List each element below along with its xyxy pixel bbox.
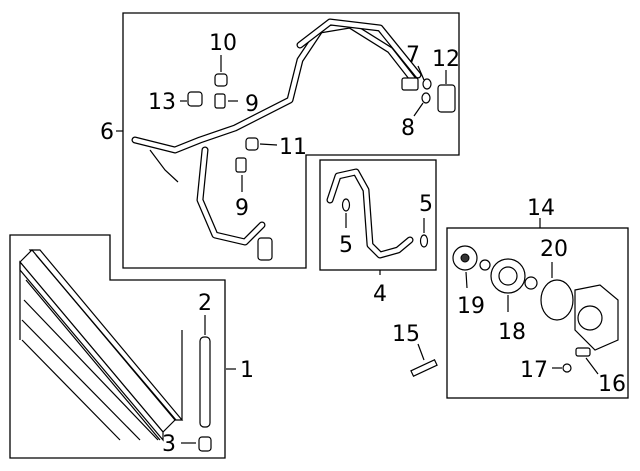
callout-20: 20 xyxy=(540,237,568,262)
receiver-12[interactable] xyxy=(437,84,456,113)
callout-8: 8 xyxy=(401,116,415,141)
callout-5b: 5 xyxy=(339,233,353,258)
condenser-1[interactable] xyxy=(19,249,184,442)
group-box-4 xyxy=(319,159,437,271)
cap-11[interactable] xyxy=(245,137,259,151)
callout-9b: 9 xyxy=(235,196,249,221)
callout-13: 13 xyxy=(148,90,176,115)
callout-19: 19 xyxy=(457,294,485,319)
cap-10[interactable] xyxy=(214,73,228,87)
callout-12: 12 xyxy=(432,47,460,72)
leader-lines xyxy=(116,55,599,444)
drier-2[interactable] xyxy=(199,336,211,428)
o-ring-7[interactable] xyxy=(422,78,432,90)
group-box-14 xyxy=(446,227,629,399)
callout-15: 15 xyxy=(392,322,420,347)
callout-18: 18 xyxy=(498,320,526,345)
callout-3: 3 xyxy=(162,432,176,457)
callout-6: 6 xyxy=(100,120,114,145)
callout-9: 9 xyxy=(245,92,259,117)
compressor-14[interactable] xyxy=(452,245,619,373)
o-ring-8[interactable] xyxy=(421,92,431,104)
group-box-1 xyxy=(9,234,226,459)
ac-line-assembly[interactable] xyxy=(131,18,422,261)
callout-4: 4 xyxy=(373,282,387,307)
callout-10: 10 xyxy=(209,31,237,56)
callout-1: 1 xyxy=(240,358,254,383)
callout-11: 11 xyxy=(279,135,307,160)
callout-5a: 5 xyxy=(419,192,433,217)
o-ring-5b[interactable] xyxy=(419,234,429,248)
callout-2: 2 xyxy=(198,291,212,316)
callout-17: 17 xyxy=(520,358,548,383)
plug-3[interactable] xyxy=(198,436,212,452)
callout-7: 7 xyxy=(406,43,420,68)
callout-16: 16 xyxy=(598,372,626,397)
valve-core-9b[interactable] xyxy=(235,157,247,173)
valve-13[interactable] xyxy=(187,91,203,107)
o-ring-5a[interactable] xyxy=(341,198,351,212)
hose-4[interactable] xyxy=(326,168,414,259)
valve-core-9[interactable] xyxy=(214,93,226,109)
callout-14: 14 xyxy=(527,196,555,221)
group-box-6 xyxy=(122,12,460,269)
bolt-15[interactable] xyxy=(410,358,438,378)
